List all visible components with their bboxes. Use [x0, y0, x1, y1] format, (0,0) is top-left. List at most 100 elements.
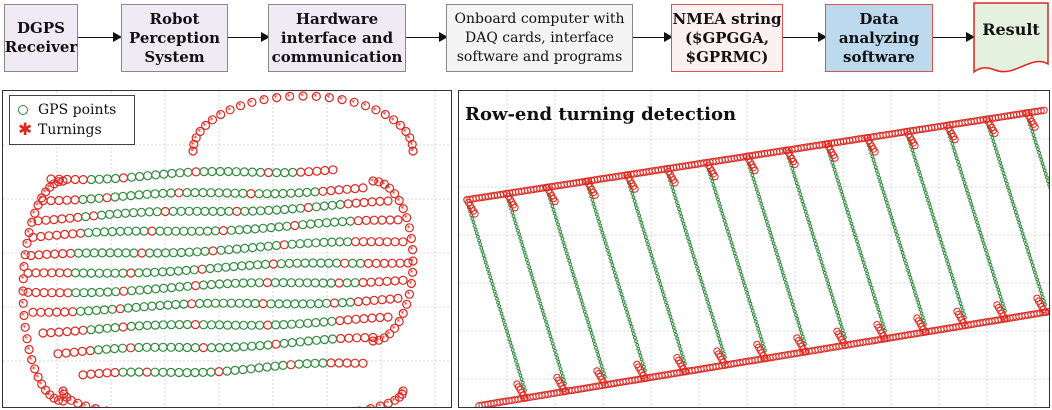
gps-point [272, 205, 282, 215]
gps-point [182, 319, 192, 330]
turning-point [30, 208, 40, 218]
gps-point [746, 294, 751, 299]
gps-point [203, 298, 213, 308]
gps-point [94, 193, 104, 203]
gps-point [728, 237, 733, 241]
gps-point [253, 260, 263, 270]
turning-point-mark: * [400, 205, 404, 214]
turning-point-mark: * [370, 337, 374, 346]
turning-point [394, 392, 404, 402]
onboard-computer-box: Onboard computer with DAQ cards, interfa… [446, 4, 633, 72]
gps-point [507, 337, 512, 342]
gps-point [805, 213, 809, 218]
turning-point [195, 126, 205, 137]
gps-point [120, 208, 131, 218]
gps-point [781, 273, 786, 278]
gps-point [990, 269, 995, 274]
turning-point [404, 223, 414, 233]
gps-point [747, 298, 752, 303]
gps-point [859, 253, 864, 258]
gps-point [794, 181, 799, 186]
gps-point [174, 367, 184, 378]
turning-point [328, 165, 338, 175]
turning-point-mark: * [104, 407, 108, 408]
gps-point [726, 229, 730, 234]
gps-point [756, 327, 761, 331]
turning-point [361, 215, 371, 225]
gps-point [222, 188, 232, 198]
turning-point-mark: * [326, 94, 330, 103]
gps-point [958, 301, 963, 306]
gps-point [830, 160, 835, 165]
gps-point [993, 277, 997, 281]
turning-point [385, 294, 395, 304]
gps-point [666, 307, 671, 312]
gps-point [238, 278, 248, 288]
gps-point [873, 296, 877, 301]
turning-point [351, 314, 361, 324]
gps-point [104, 209, 115, 220]
gps-point [655, 271, 659, 276]
gps-point [255, 167, 266, 178]
gps-point [892, 225, 897, 230]
plot-legend: GPS points ✱ Turnings [9, 95, 135, 145]
gps-point [847, 214, 852, 219]
gps-point [287, 204, 298, 214]
gps-point [134, 367, 144, 377]
gps-point [811, 235, 816, 239]
turning-point [913, 314, 921, 322]
gps-point [594, 212, 599, 217]
gps-point [298, 299, 308, 309]
gps-point [224, 206, 234, 217]
turning-point [33, 200, 43, 210]
turning-point-mark: * [396, 318, 400, 327]
gps-point [554, 352, 558, 357]
gps-point [517, 232, 521, 237]
gps-point [840, 328, 845, 333]
turning-point [402, 299, 412, 309]
gps-point [732, 251, 737, 256]
gps-point [284, 258, 294, 268]
turning-point [751, 166, 759, 175]
gps-point [988, 262, 993, 267]
turning-point-mark: * [376, 178, 380, 187]
gps-point [860, 257, 865, 262]
turning-point-mark: * [387, 330, 391, 339]
gps-point [791, 306, 796, 310]
flow-arrow [783, 32, 827, 42]
gps-point [767, 227, 772, 231]
turning-point [361, 296, 371, 306]
gps-point [725, 226, 729, 231]
gps-point [741, 280, 746, 285]
gps-point [1012, 206, 1017, 211]
gps-point [945, 258, 950, 263]
gps-point [872, 161, 877, 166]
gps-point [565, 251, 569, 256]
turning-point [390, 276, 400, 286]
gps-point [238, 365, 248, 375]
gps-point [556, 222, 560, 227]
gps-point [510, 348, 515, 352]
gps-point [166, 188, 176, 198]
turning-point [334, 358, 344, 368]
turning-point [115, 304, 125, 314]
gps-point [959, 304, 964, 309]
turning-point [358, 183, 368, 193]
turning-point [408, 245, 418, 255]
turning-point [1033, 294, 1041, 303]
gps-point [523, 254, 528, 259]
gps-point [246, 278, 256, 288]
turning-point [352, 333, 362, 343]
gps-point [335, 199, 345, 210]
gps-point [734, 255, 738, 259]
gps-point [962, 312, 966, 316]
turning-point [367, 313, 377, 323]
turning-point [334, 185, 344, 195]
gps-point [720, 348, 725, 352]
gps-point [198, 187, 208, 198]
gps-point [343, 237, 353, 247]
gps-point [498, 308, 503, 312]
turning-point [47, 268, 57, 278]
gps-point [932, 219, 937, 224]
gps-point [878, 314, 883, 319]
